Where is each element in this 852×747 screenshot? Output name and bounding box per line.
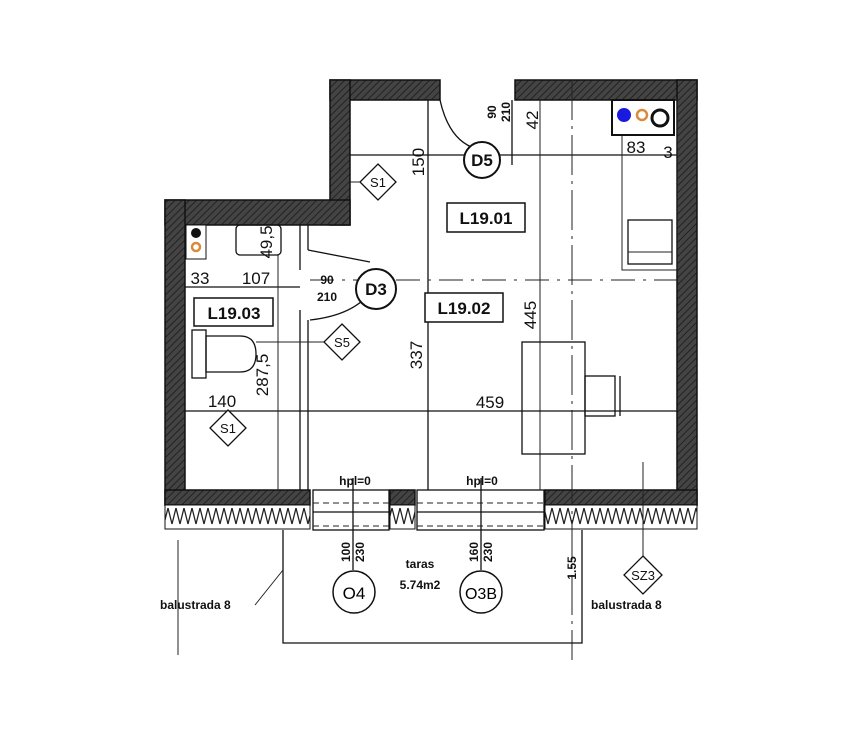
window-o4-frame [312,489,390,531]
orange-hob-icon [635,108,649,122]
terrace-outline [254,530,583,644]
tag-sz3[interactable]: SZ3 [623,462,663,595]
window-id: O3B [465,586,497,603]
dimension-labels: 150 42 445 337 287,5 140 459 33 107 49,5… [191,111,673,580]
room-label-l19-02[interactable]: L19.02 [424,292,504,323]
window-id: O4 [343,584,366,603]
room-label-text: L19.01 [460,209,513,228]
tag-text: S1 [370,175,386,190]
dim-42: 42 [523,111,542,130]
dim-140: 140 [208,392,236,411]
kitchen-counter [611,99,678,271]
door-width: 90 [485,105,499,119]
room-label-l19-03[interactable]: L19.03 [193,297,274,327]
dim-level: 1.55 [565,556,579,580]
dim-150: 150 [409,148,428,176]
room-label-text: L19.03 [208,304,261,323]
balustrade-label-left: balustrada 8 [160,598,231,612]
balustrade-label-right: balustrada 8 [591,598,662,612]
tag-s5[interactable]: S5 [256,323,361,361]
interior-walls [299,225,371,490]
washbasin [235,224,282,256]
door-width: 90 [320,273,334,287]
dim-459: 459 [476,393,504,412]
window-width: 160 [467,542,481,562]
tag-text: S5 [334,335,350,350]
room-label-l19-01[interactable]: L19.01 [446,202,526,233]
window-height: 230 [481,542,495,562]
window-hpl: hpl=0 [466,474,498,488]
door-id: D3 [365,280,387,299]
exterior-walls [164,79,698,506]
dim-3: 3 [663,143,672,162]
blue-hob-icon [617,108,631,122]
window-width: 100 [339,542,353,562]
dimension-lines [177,80,677,660]
terrace-area: 5.74m2 [400,578,441,592]
hob-icon [650,108,670,128]
insulation-band [164,504,698,530]
window-height: 230 [353,542,367,562]
door-d3-marker[interactable]: D3 90 210 [317,268,397,310]
window-hpl: hpl=0 [339,474,371,488]
tag-s1-bottom[interactable]: S1 [209,409,247,447]
door-d5-marker[interactable]: D5 90 210 [463,102,513,179]
dim-337: 337 [407,341,426,369]
dim-33: 33 [191,269,210,288]
window-o3b-marker[interactable]: hpl=0 160 230 O3B [459,474,503,614]
tag-text: S1 [220,421,236,436]
desk [521,341,621,455]
dim-107: 107 [242,269,270,288]
door-id: D5 [471,151,493,170]
window-o4-marker[interactable]: hpl=0 100 230 O4 [332,474,376,614]
door-height: 210 [317,290,337,304]
dim-287-5: 287,5 [253,354,272,397]
toilet [191,329,257,379]
dim-83: 83 [627,138,646,157]
tag-s1-top[interactable]: S1 [350,163,397,201]
room-label-text: L19.02 [438,299,491,318]
dim-445: 445 [521,301,540,329]
bathroom-fixture [185,224,207,260]
terrace-name: taras [406,557,435,571]
door-height: 210 [499,102,513,122]
tag-text: SZ3 [631,568,655,583]
dim-49-5: 49,5 [257,225,276,258]
